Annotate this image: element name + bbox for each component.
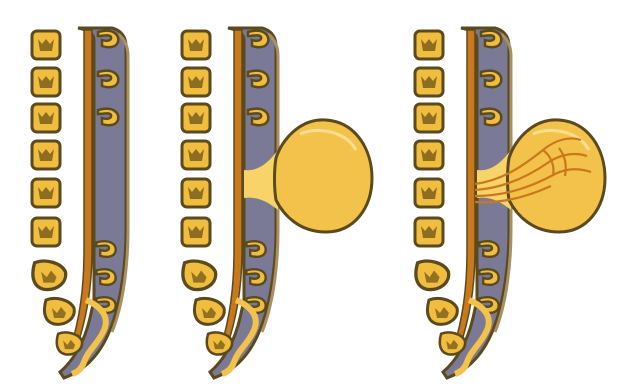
vertebral-body [182,218,210,246]
myelomeningocele-sac [508,120,606,232]
vertebral-body [32,179,60,207]
panel-meningocele [182,28,372,378]
vertebral-body [182,68,210,96]
sacral-segment [416,261,449,289]
vertebral-body [182,141,210,169]
vertebral-body [32,104,60,132]
vertebral-body [415,31,443,59]
sacral-segment [207,332,232,354]
sacral-segment [440,332,465,354]
sacral-segment [33,261,66,289]
sacral-segment [427,298,457,324]
vertebral-body [415,218,443,246]
vertebral-body [182,31,210,59]
panel-normal-spine [32,28,128,378]
vertebral-body [182,104,210,132]
vertebral-body [182,179,210,207]
vertebral-body [32,141,60,169]
sacral-segment [183,261,216,289]
sacral-segment [194,298,224,324]
vertebral-body [415,141,443,169]
vertebral-body [415,179,443,207]
sacral-segment [57,332,82,354]
meningocele-sac [275,120,373,232]
vertebral-body [32,68,60,96]
vertebral-body [32,31,60,59]
vertebral-body [415,104,443,132]
panel-myelomeningocele [415,28,605,378]
vertebral-body [415,68,443,96]
vertebral-body [32,218,60,246]
sacral-segment [44,298,74,324]
